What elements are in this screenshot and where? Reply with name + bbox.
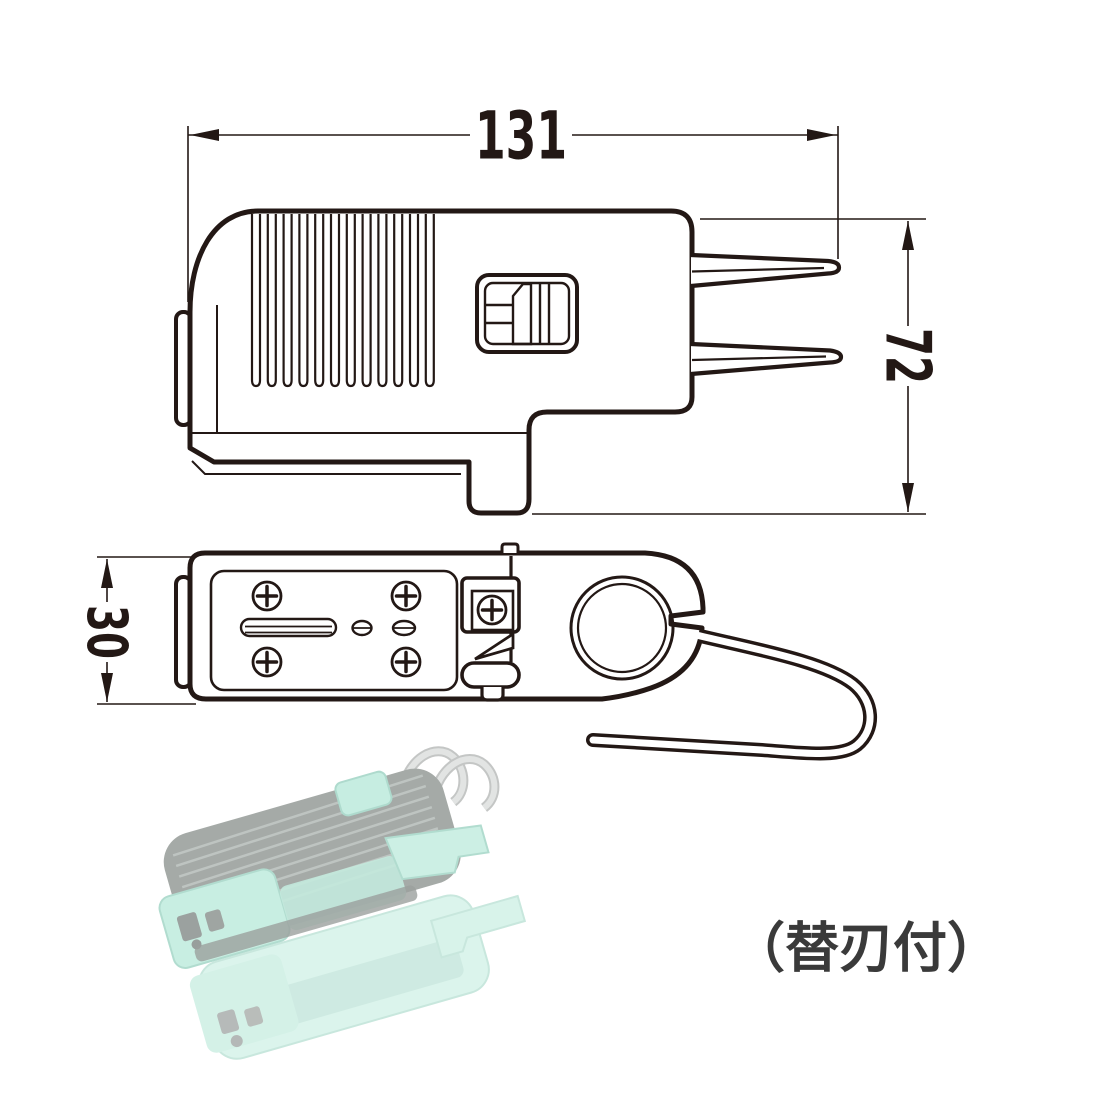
phillips-screw-icon (390, 580, 422, 612)
photo-spare-blade-arm (429, 894, 527, 959)
plug-prong-upper (690, 252, 842, 289)
dim-arrow-right (807, 129, 836, 141)
photo-switch (334, 770, 393, 817)
base-chamfer-line (191, 460, 461, 475)
side-view (174, 208, 844, 516)
photo-blade-arm (384, 824, 490, 881)
dim-depth-72: 72 (532, 218, 945, 515)
cover-plate (209, 569, 459, 692)
dim-width-value: 131 (475, 98, 567, 175)
photo-main-unit (158, 768, 490, 969)
photo-spare-unit (189, 894, 527, 1060)
caption-text: （替刃付） (731, 917, 1001, 980)
blade-wedge-mark (474, 631, 515, 661)
slide-switch (475, 273, 579, 354)
dim-height-30: 30 (75, 556, 196, 705)
phillips-screw-icon (251, 580, 283, 612)
small-slot (351, 619, 373, 637)
blade-clamp-plate (460, 576, 521, 661)
phillips-screw-icon (251, 646, 283, 678)
blade-slot (239, 617, 338, 638)
dim-arrow-down (902, 483, 914, 512)
dim-arrow-up (101, 559, 113, 588)
photo-grip-ribs (172, 774, 445, 931)
dim-depth-value: 72 (872, 328, 945, 384)
top-body-outline (187, 550, 706, 702)
top-view (174, 542, 878, 761)
stripper-ring (569, 575, 675, 681)
release-tab (480, 687, 505, 702)
small-slot (391, 619, 417, 637)
dim-arrow-up (902, 221, 914, 250)
side-body-outline (187, 208, 695, 516)
dim-arrow-down (101, 673, 113, 702)
alignment-lug (500, 542, 520, 553)
dim-height-value: 30 (75, 605, 139, 659)
switch-knob (511, 282, 533, 346)
dim-arrow-left (190, 129, 219, 141)
plug-prong-lower (690, 341, 844, 377)
product-photo (158, 746, 527, 1060)
dim-width-131: 131 (187, 98, 839, 302)
phillips-screw-icon (390, 646, 422, 678)
release-button (460, 661, 521, 689)
grip-ribs (250, 214, 435, 388)
